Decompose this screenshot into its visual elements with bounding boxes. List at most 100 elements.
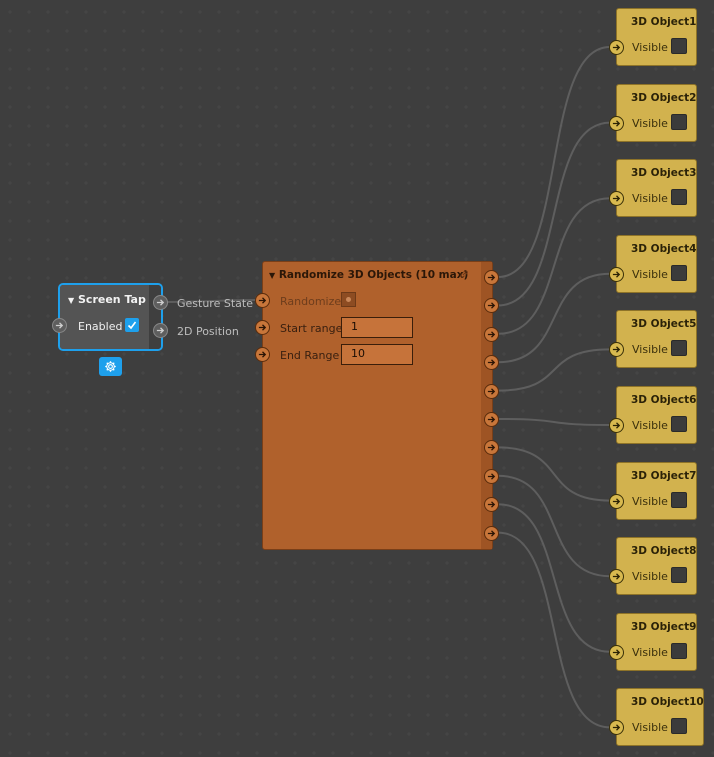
collapse-triangle-icon[interactable]: ▼: [68, 296, 75, 305]
randomize-label: Randomize: [280, 295, 342, 308]
visible-input-port[interactable]: [609, 644, 624, 660]
enabled-label: Enabled: [78, 320, 123, 333]
visible-label: Visible: [632, 494, 668, 508]
object-title: 3D Object4: [631, 242, 697, 255]
object-title: 3D Object9: [631, 620, 697, 633]
randomize-output-port-2[interactable]: [484, 298, 499, 314]
visible-label: Visible: [632, 267, 668, 281]
visible-checkbox[interactable]: [671, 264, 687, 281]
visible-input-port[interactable]: [609, 569, 624, 585]
visible-checkbox[interactable]: [671, 567, 687, 584]
end-range-field[interactable]: 10: [341, 344, 413, 365]
visible-label: Visible: [632, 192, 668, 206]
gear-icon: [105, 361, 116, 372]
arrow-right-icon: [487, 529, 496, 537]
visible-input-port[interactable]: [609, 191, 624, 207]
visible-label: Visible: [632, 419, 668, 432]
randomize-output-port-8[interactable]: [484, 468, 499, 484]
settings-button[interactable]: [99, 357, 122, 376]
object-title: 3D Object2: [631, 91, 697, 104]
randomize-output-port-6[interactable]: [484, 412, 499, 427]
visible-label: Visible: [632, 645, 668, 659]
randomize-input-port[interactable]: [255, 293, 270, 308]
randomize-output-port-4[interactable]: [484, 355, 499, 371]
arrow-right-icon: [612, 422, 621, 429]
end-range-input-port[interactable]: [255, 347, 270, 362]
screen-tap-title: ▼ Screen Tap: [68, 293, 146, 306]
randomize-toggle[interactable]: [341, 292, 356, 307]
screen-tap-body: [60, 285, 149, 349]
visible-checkbox[interactable]: [671, 416, 687, 432]
randomize-output-port-3[interactable]: [484, 326, 499, 342]
enabled-input-port[interactable]: [52, 318, 67, 333]
visible-input-port[interactable]: [609, 493, 624, 509]
position-2d-label: 2D Position: [177, 325, 239, 338]
checkmark-icon: [127, 321, 137, 330]
end-range-label: End Range: [280, 349, 340, 362]
visible-checkbox[interactable]: [671, 113, 687, 130]
arrow-right-icon: [487, 473, 496, 480]
screen-tap-title-text: Screen Tap: [78, 293, 146, 306]
visible-checkbox[interactable]: [671, 38, 687, 54]
arrow-right-icon: [612, 649, 621, 656]
start-range-input-port[interactable]: [255, 320, 270, 335]
arrow-right-icon: [487, 274, 496, 281]
arrow-right-icon: [487, 331, 496, 338]
visible-input-port[interactable]: [609, 418, 624, 433]
gesture-state-label: Gesture State: [177, 297, 253, 310]
visible-checkbox[interactable]: [671, 340, 687, 357]
object-title: 3D Object1: [631, 16, 697, 28]
enabled-checkbox[interactable]: [125, 318, 139, 332]
arrow-right-icon: [55, 322, 64, 329]
start-range-field[interactable]: 1: [341, 317, 413, 338]
visible-input-port[interactable]: [609, 40, 624, 55]
collapse-triangle-icon[interactable]: ▼: [269, 271, 276, 280]
screen-tap-node[interactable]: ▼ Screen Tap Enabled: [52, 283, 168, 351]
randomize-output-port-9[interactable]: [484, 497, 499, 513]
visible-input-port[interactable]: [609, 266, 624, 282]
arrow-right-icon: [612, 44, 621, 51]
randomize-output-port-10[interactable]: [484, 525, 499, 541]
visible-input-port[interactable]: [609, 720, 624, 736]
randomize-output-port-5[interactable]: [484, 383, 499, 399]
object-title: 3D Object3: [631, 167, 697, 180]
randomize-output-port-7[interactable]: [484, 440, 499, 456]
visible-checkbox[interactable]: [671, 642, 687, 659]
arrow-right-icon: [612, 346, 621, 354]
visible-checkbox[interactable]: [671, 718, 687, 735]
arrow-right-icon: [487, 302, 496, 310]
visible-label: Visible: [632, 570, 668, 584]
link-icon[interactable]: [459, 269, 469, 279]
arrow-right-icon: [612, 497, 621, 505]
visible-label: Visible: [632, 721, 668, 735]
arrow-right-icon: [487, 501, 496, 508]
object-title: 3D Object7: [631, 469, 697, 482]
object-title: 3D Object5: [631, 318, 697, 331]
randomize-node[interactable]: ▼ Randomize 3D Objects (10 max) Randomiz…: [255, 261, 499, 550]
gesture-state-output-port[interactable]: [153, 295, 168, 310]
arrow-right-icon: [156, 299, 165, 306]
arrow-right-icon: [612, 119, 621, 127]
arrow-right-icon: [258, 324, 267, 331]
arrow-right-icon: [487, 416, 496, 423]
visible-checkbox[interactable]: [671, 491, 687, 508]
visible-input-port[interactable]: [609, 342, 624, 358]
arrow-right-icon: [258, 297, 267, 304]
visible-checkbox[interactable]: [671, 189, 687, 206]
arrow-right-icon: [487, 359, 496, 366]
visible-input-port[interactable]: [609, 115, 624, 131]
object-title: 3D Object8: [631, 545, 697, 558]
arrow-right-icon: [612, 271, 621, 278]
randomize-output-port-1[interactable]: [484, 270, 499, 285]
position-output-port[interactable]: [153, 323, 168, 338]
